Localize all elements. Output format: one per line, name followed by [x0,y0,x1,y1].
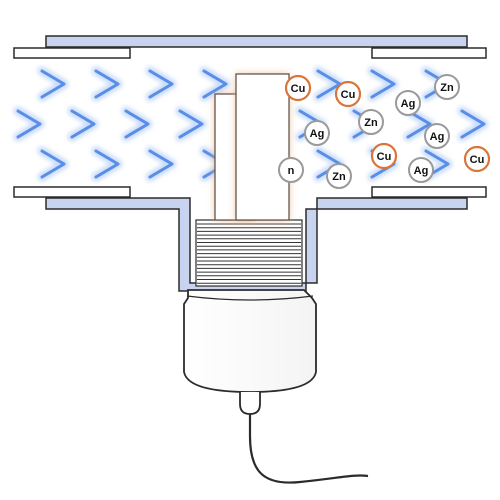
ion-zinc: Zn [434,74,460,100]
flow-arrow-icon [121,106,153,142]
ion-copper: Cu [463,145,491,173]
pipe-top-wall [13,35,487,59]
flow-arrow-icon [13,106,45,142]
sensor-housing [183,289,317,415]
pipe-bottom-left-flange [13,186,131,198]
ion-circle [434,74,460,100]
ion-circle [304,120,330,146]
ion-silver: Ag [408,157,434,183]
ion-circle [370,142,398,170]
ion-label: Cu [470,154,485,166]
flow-arrow-icon [37,66,69,102]
pipe-bottom-band-with-port [45,197,468,292]
ion-circle [326,163,352,189]
cable-gland [239,392,261,415]
ion-circle [424,123,450,149]
pipe-top-left-flange [13,47,131,59]
flow-arrow-icon [145,146,177,182]
electrode-front [235,73,290,221]
flow-arrow-icon [367,66,399,102]
housing-rim [186,295,314,301]
ion-silver: Ag [395,90,421,116]
flow-arrow-icon [91,146,123,182]
ion-copper: Cu [284,74,312,102]
ion-label: n [288,165,295,177]
ion-circle [334,80,362,108]
ion-copper: Cu [370,142,398,170]
ion-circle [395,90,421,116]
ion-circle [358,109,384,135]
ion-label: Zn [332,171,346,183]
ion-circle [278,157,304,183]
pipe-bottom-wall [13,186,487,292]
pipe-bottom-right-flange [371,186,487,198]
flow-arrow-icon [67,106,99,142]
flow-arrow-icon [37,146,69,182]
thread-lines [197,223,301,284]
pipe-top-right-flange [371,47,487,59]
ion-label: Ag [430,131,445,143]
flow-arrow-icon [175,106,207,142]
flow-arrow-icon [145,66,177,102]
housing-body [183,289,317,393]
flow-arrow-icon [199,66,231,102]
ion-label: Zn [440,82,454,94]
ion-label: Zn [364,117,378,129]
ion-silver: Ag [424,123,450,149]
pipe-top-band [45,35,468,48]
ion-label: Cu [291,83,306,95]
ion-zinc: Zn [358,109,384,135]
ion-label: Cu [377,151,392,163]
ion-label: Ag [401,98,416,110]
flow-arrow-icon [403,106,435,142]
ion-label: Ag [414,165,429,177]
flow-arrow-icon [457,106,489,142]
threaded-fitting [195,219,303,287]
ion-silver: Ag [304,120,330,146]
power-cable [248,414,369,484]
ion-label: Ag [310,128,325,140]
ion-circle [463,145,491,173]
ion-circle [408,157,434,183]
electrodes [214,73,290,221]
ion-copper: Cu [334,80,362,108]
ion-zinc: n [278,157,304,183]
ion-circle [284,74,312,102]
ion-label: Cu [341,89,356,101]
ion-zinc: Zn [326,163,352,189]
flow-arrow-icon [91,66,123,102]
